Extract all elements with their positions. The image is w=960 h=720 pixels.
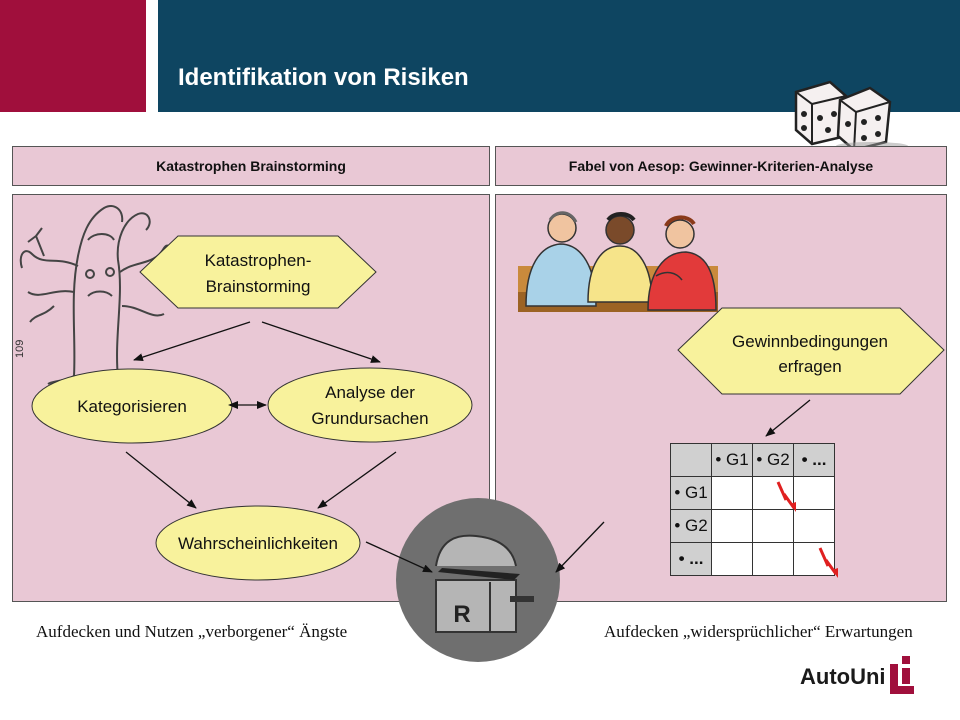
- analyse-label-line2: Grundursachen: [311, 409, 428, 428]
- matrix-cell: [711, 542, 753, 576]
- win-conditions-matrix: • G1 • G2 • ... • G1 • G2 • ...: [670, 443, 835, 576]
- arrow-kategorisieren-to-wahrscheinlichkeiten: [125, 451, 197, 509]
- right-caption: Aufdecken „widersprüchlicher“ Erwartunge…: [604, 622, 913, 641]
- matrix-row-header: • ...: [670, 542, 712, 576]
- brainstorming-node: Katastrophen- Brainstorming: [139, 235, 377, 309]
- autouni-logo-text: AutoUni: [800, 664, 886, 689]
- conflict-flash-icon: [776, 481, 796, 512]
- gewinnbedingungen-label-line2: erfragen: [778, 357, 841, 376]
- brainstorming-label-line2: Brainstorming: [206, 277, 311, 296]
- matrix-cell: [793, 509, 835, 543]
- dice-icon: [794, 80, 908, 152]
- right-diagram: Gewinnbedingungen erfragen: [677, 307, 945, 437]
- arrow-to-matrix: [765, 399, 811, 437]
- page-title: Identifikation von Risiken: [178, 64, 469, 91]
- arrow-right-to-risk: [555, 521, 605, 573]
- wahrscheinlichkeiten-label: Wahrscheinlichkeiten: [178, 534, 338, 553]
- matrix-cell: [752, 542, 794, 576]
- section-header-brainstorming: Katastrophen Brainstorming: [12, 146, 490, 186]
- arrow-analyse-to-wahrscheinlichkeiten: [317, 451, 397, 509]
- wahrscheinlichkeiten-node: Wahrscheinlichkeiten: [155, 505, 361, 581]
- risk-chest-circle: R: [396, 498, 560, 662]
- arrow-left-to-risk: [365, 541, 433, 573]
- arrow-to-kategorisieren: [133, 321, 251, 361]
- arrows-to-risk: [365, 521, 605, 573]
- conflict-flash-icon: [818, 547, 838, 578]
- kategorisieren-node: Kategorisieren: [31, 368, 233, 444]
- left-diagram: Katastrophen- Brainstorming Kategorisier…: [31, 235, 473, 581]
- meeting-people-icon: [518, 211, 718, 312]
- analyse-label-line1: Analyse der: [325, 383, 415, 402]
- matrix-cell: [711, 509, 753, 543]
- risk-letter: R: [453, 601, 470, 628]
- matrix-col-header: • ...: [793, 443, 835, 477]
- gewinnbedingungen-node: Gewinnbedingungen erfragen: [677, 307, 945, 395]
- kategorisieren-label: Kategorisieren: [77, 397, 187, 416]
- section-header-aesop: Fabel von Aesop: Gewinner-Kriterien-Anal…: [495, 146, 947, 186]
- header-accent-block: [0, 0, 146, 112]
- arrow-to-analyse: [261, 321, 381, 363]
- matrix-cell: [793, 542, 835, 576]
- left-caption: Aufdecken und Nutzen „verborgener“ Ängst…: [36, 622, 348, 641]
- matrix-corner-cell: [670, 443, 712, 477]
- analyse-node: Analyse der Grundursachen: [267, 367, 473, 443]
- gewinnbedingungen-label-line1: Gewinnbedingungen: [732, 332, 888, 351]
- autouni-logo-icon: [890, 656, 914, 694]
- brainstorming-label-line1: Katastrophen-: [205, 251, 312, 270]
- matrix-col-header: • G2: [752, 443, 794, 477]
